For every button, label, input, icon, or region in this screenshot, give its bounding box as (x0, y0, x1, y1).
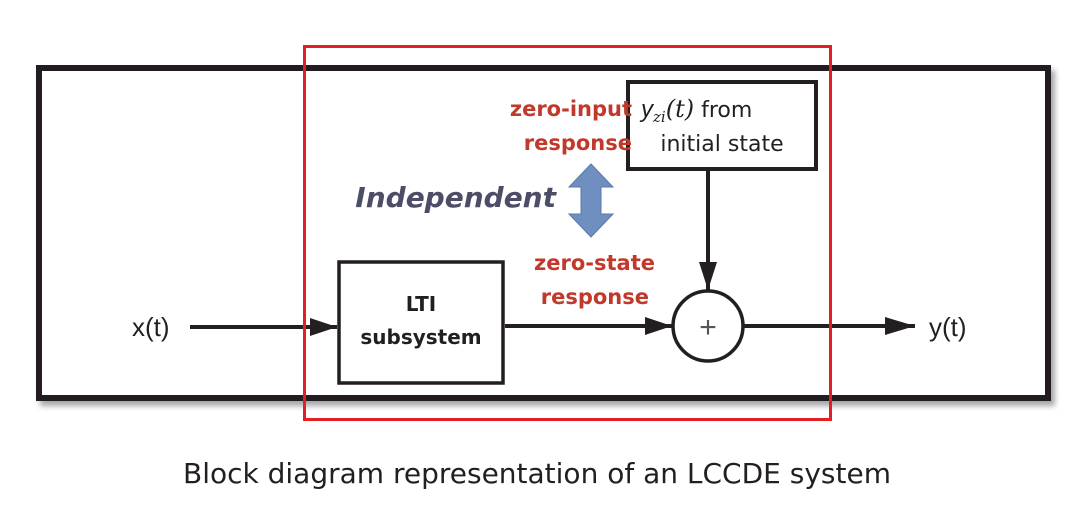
zero-state-label-line2: response (541, 285, 649, 309)
summer-plus-icon: + (699, 311, 717, 344)
double-arrow-icon (567, 163, 615, 238)
independent-label: Independent (355, 181, 557, 214)
initial-state-line1: yzi(t) from (639, 95, 752, 126)
input-label: x(t) (132, 312, 170, 342)
zero-input-label-line1: zero-input (510, 97, 632, 121)
initial-state-block (626, 80, 818, 171)
zero-input-label-line2: response (524, 131, 632, 155)
highlight-box (303, 45, 832, 421)
zero-state-label-line1: zero-state (534, 251, 655, 275)
system-frame (36, 65, 1051, 401)
lti-label-line1: LTI (406, 292, 437, 316)
lti-subsystem-block (337, 260, 505, 385)
output-label: y(t) (929, 312, 967, 342)
initial-state-line2: initial state (660, 132, 783, 157)
zero-input-arrowhead (699, 262, 717, 290)
input-arrowhead (310, 318, 337, 336)
zero-state-arrowhead (645, 317, 672, 335)
figure-caption: Block diagram representation of an LCCDE… (183, 457, 891, 490)
lti-label-line2: subsystem (360, 325, 481, 349)
output-arrowhead (885, 317, 915, 335)
